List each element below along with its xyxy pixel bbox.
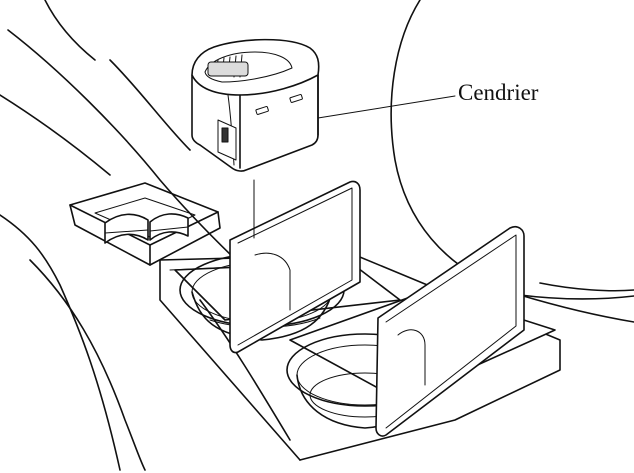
ashtray-label: Cendrier — [458, 80, 539, 105]
switch-housing — [69, 182, 221, 266]
rear-divider — [229, 180, 361, 354]
front-divider — [375, 225, 525, 437]
callout-leader-line — [317, 95, 456, 119]
ashtray — [191, 38, 320, 172]
